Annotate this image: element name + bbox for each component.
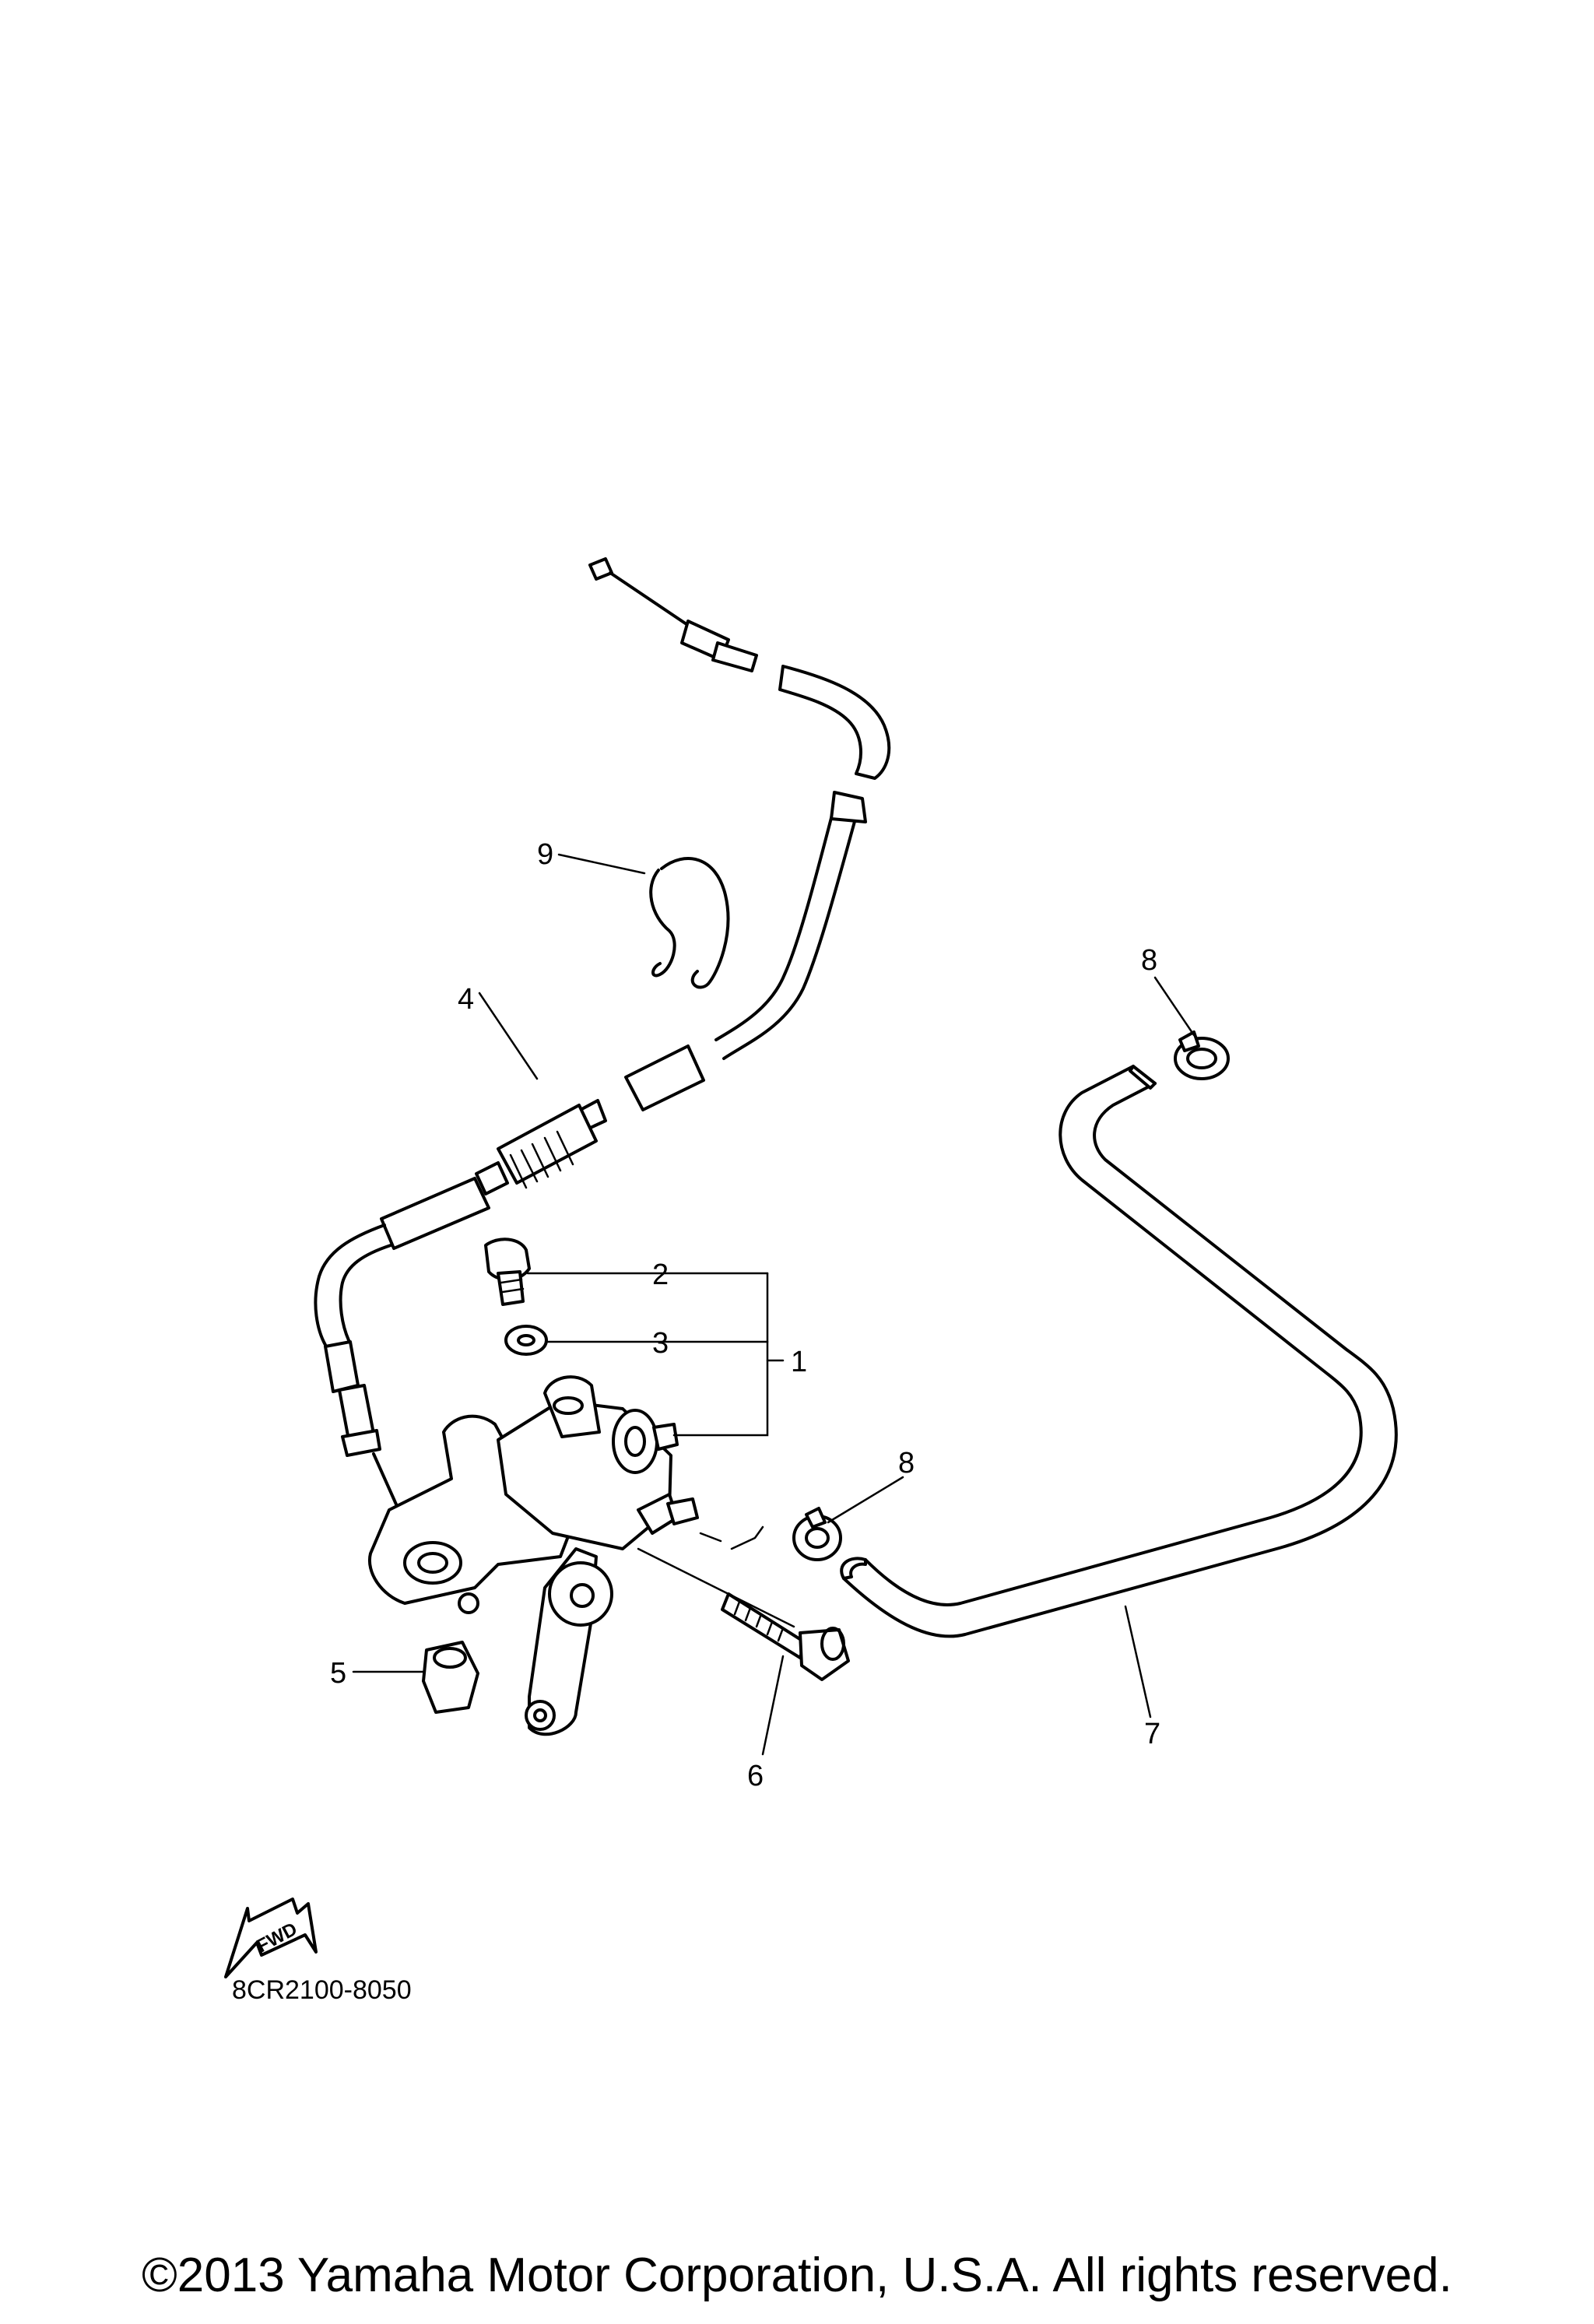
oil-pump-assembly	[367, 1375, 795, 1736]
callout-7: 7	[1144, 1718, 1160, 1750]
callout-3: 3	[652, 1327, 669, 1360]
screw	[721, 1592, 850, 1681]
diagram-code: 8CR2100-8050	[232, 1975, 412, 2005]
callout-4: 4	[458, 983, 474, 1016]
fwd-arrow-icon: FWD	[224, 1897, 318, 1978]
nut	[422, 1641, 479, 1714]
wire-clip	[649, 857, 730, 989]
oil-hose	[842, 1082, 1398, 1638]
callout-1: 1	[791, 1346, 807, 1378]
throttle-cable	[314, 557, 891, 1529]
hose-clip-upper	[1174, 1030, 1230, 1080]
callout-8-lower: 8	[898, 1447, 915, 1480]
leader-lines	[352, 853, 1196, 1756]
copyright-notice: ©2013 Yamaha Motor Corporation, U.S.A. A…	[142, 2249, 1452, 2302]
callout-2: 2	[652, 1259, 669, 1291]
banjo-bolt	[484, 1237, 531, 1306]
callout-6: 6	[747, 1760, 764, 1792]
callout-5: 5	[330, 1657, 346, 1690]
callout-9: 9	[537, 838, 553, 871]
callout-8-upper: 8	[1141, 944, 1157, 977]
washer	[504, 1325, 548, 1356]
hose-clip-lower	[792, 1507, 842, 1561]
